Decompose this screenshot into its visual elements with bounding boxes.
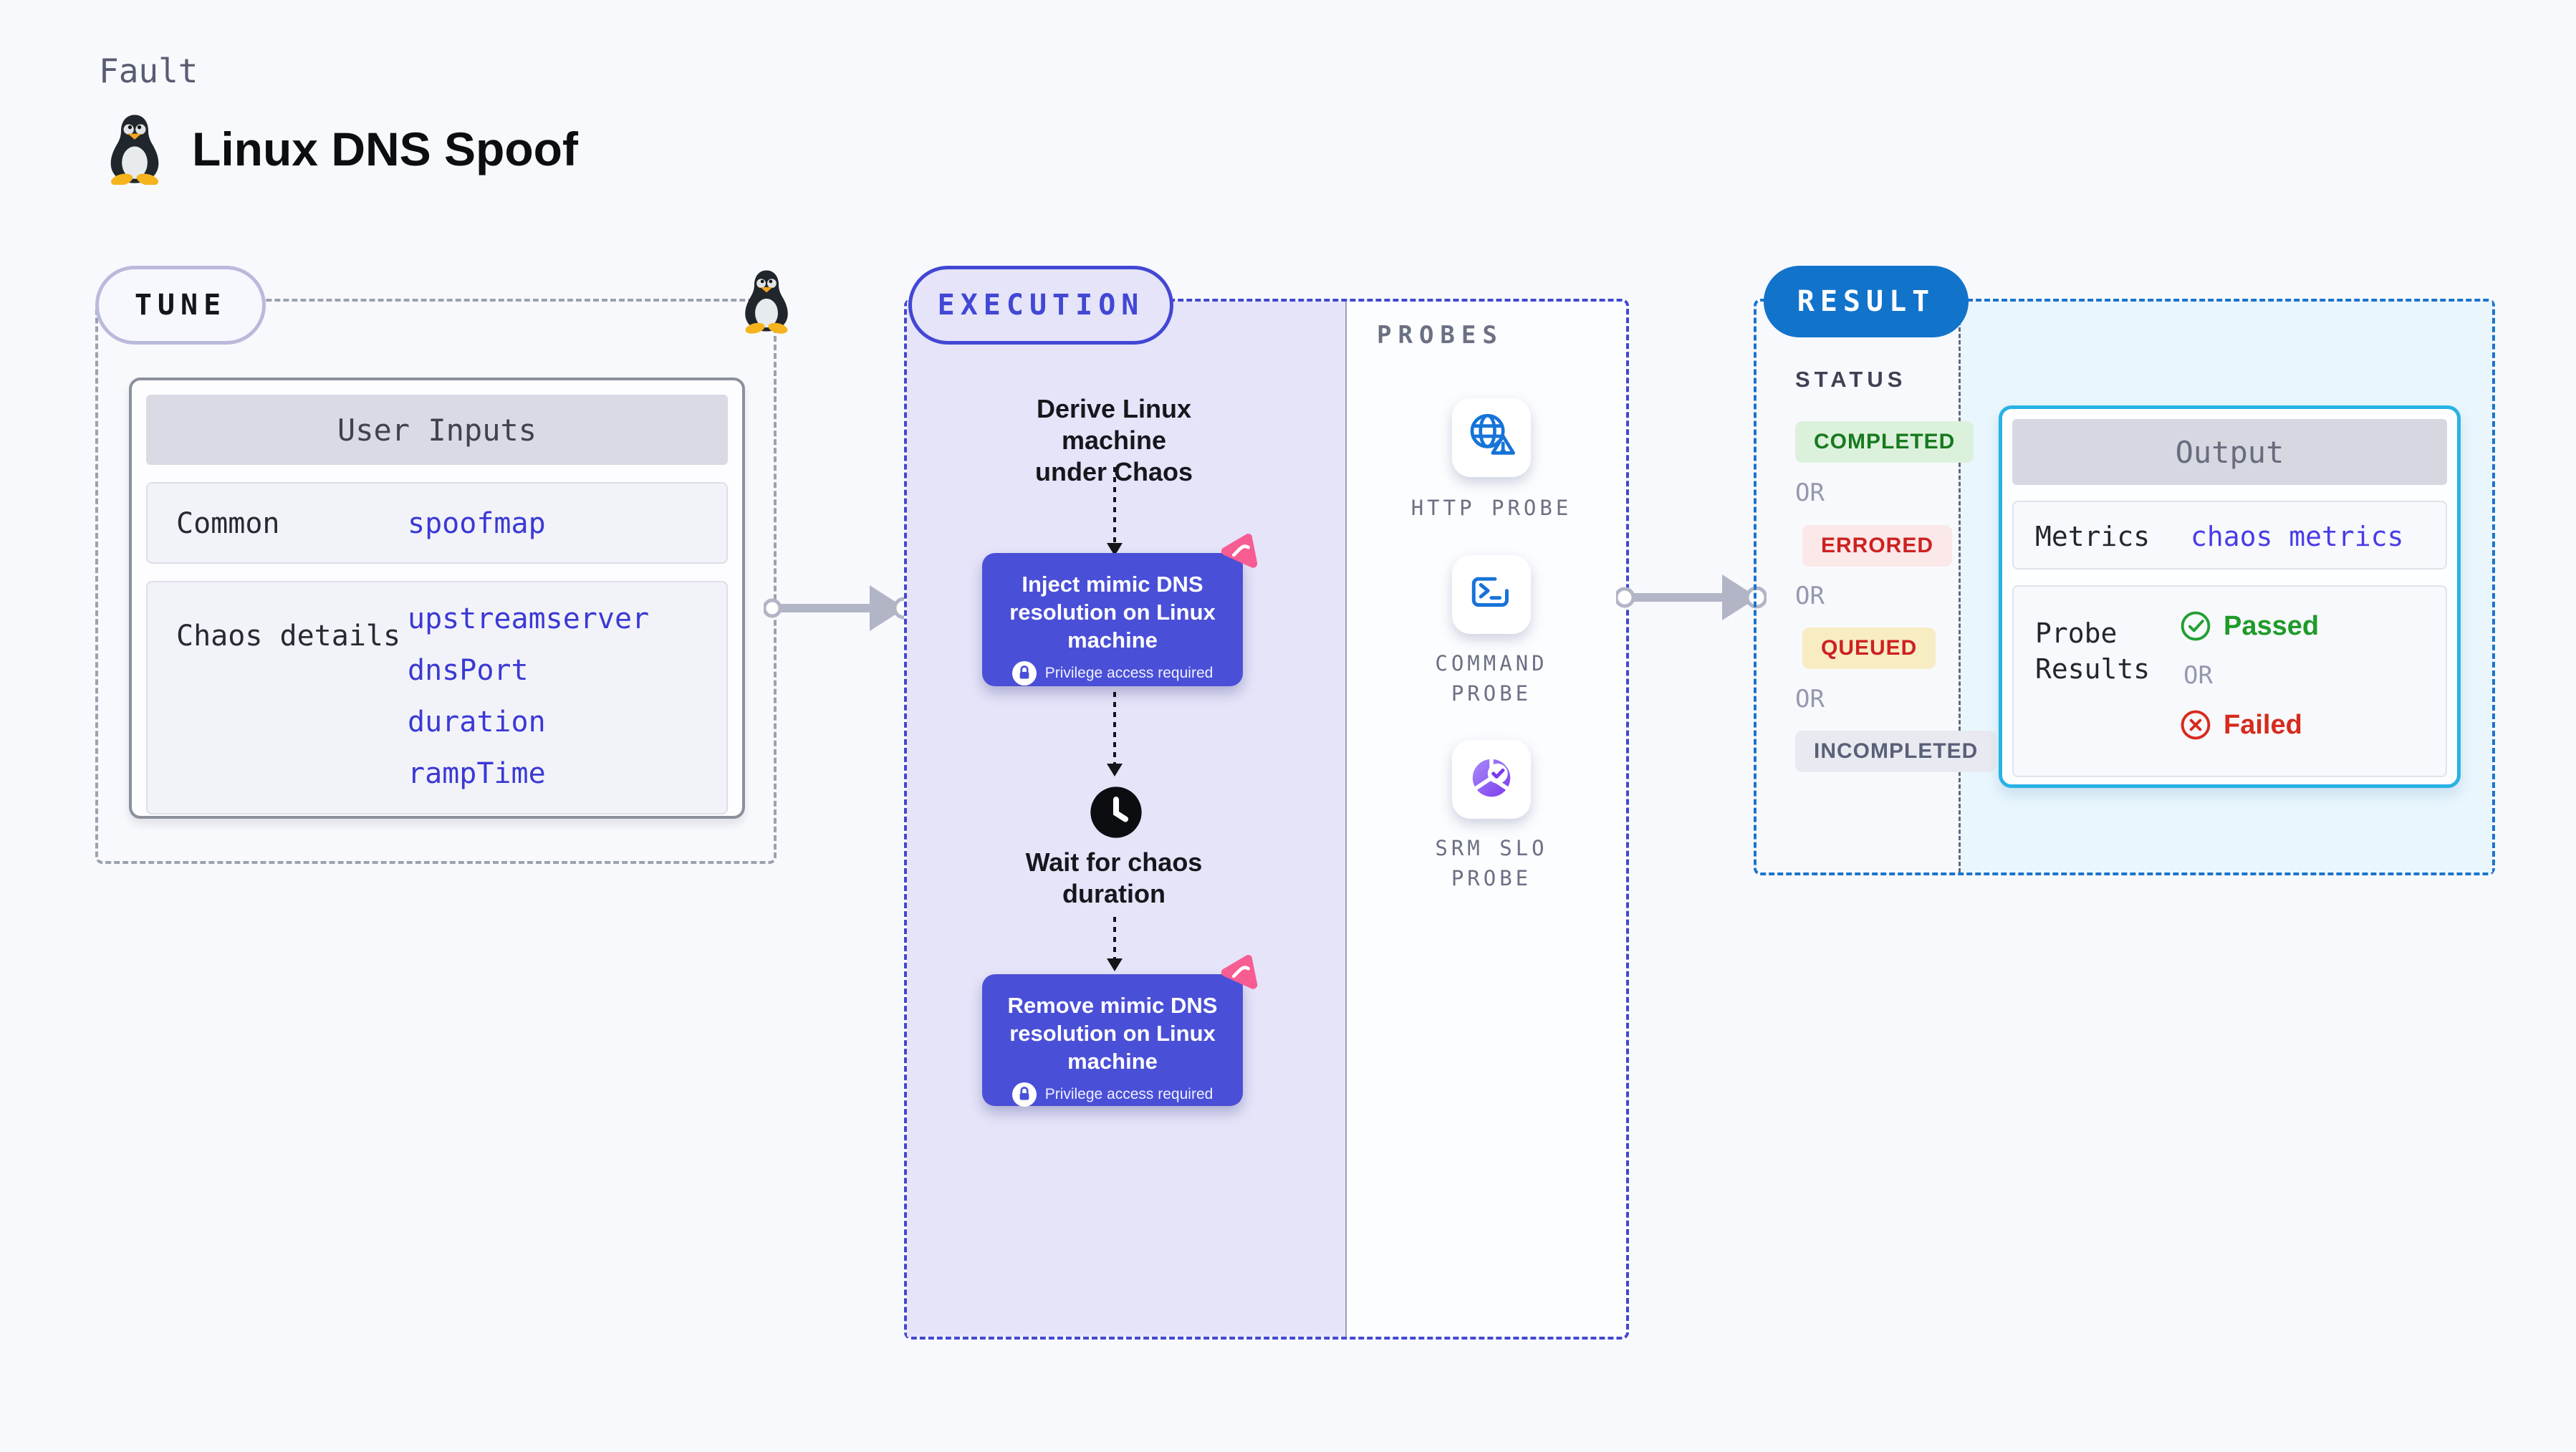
status-badge-completed: COMPLETED <box>1795 421 1974 463</box>
privilege-note: Privilege access required <box>1044 665 1213 681</box>
step-derive-label: Derive Linux machine under Chaos <box>1034 394 1193 486</box>
row-value: dnsPort <box>408 654 529 687</box>
privilege-note: Privilege access required <box>1044 1086 1213 1102</box>
terminal-icon <box>1468 569 1515 620</box>
metrics-label: Metrics <box>2035 521 2150 552</box>
user-inputs-row-chaos-details: Chaos details upstreamserver dnsPort dur… <box>146 581 728 814</box>
check-circle-icon <box>2179 610 2212 643</box>
or-separator: OR <box>1795 685 1825 713</box>
tune-section <box>95 299 777 864</box>
tux-penguin-icon-small <box>742 264 791 338</box>
output-card: Output Metrics chaos metrics Probe Resul… <box>1999 405 2461 788</box>
tux-penguin-icon <box>106 113 163 186</box>
arrow-tune-to-execution <box>762 574 915 646</box>
output-title: Output <box>2175 434 2284 470</box>
step-inject-box: Inject mimic DNS resolution on Linux mac… <box>982 534 1258 686</box>
http-probe-label: HTTP PROBE <box>1410 496 1572 520</box>
row-label: Common <box>176 507 280 540</box>
srm-slo-probe-card <box>1452 740 1531 819</box>
or-separator: OR <box>1795 582 1825 610</box>
or-separator: OR <box>1795 479 1825 507</box>
lock-icon <box>1011 1082 1037 1107</box>
flow-connector <box>1113 692 1116 764</box>
metrics-value: chaos metrics <box>2191 521 2404 552</box>
status-badge-errored: ERRORED <box>1802 525 1953 567</box>
output-header: Output <box>2012 419 2447 485</box>
arrow-down-icon <box>1107 958 1123 971</box>
status-badge-queued: QUEUED <box>1802 628 1936 669</box>
slo-donut-icon <box>1466 753 1517 807</box>
row-value: duration <box>408 706 546 739</box>
arrow-down-icon <box>1107 543 1123 556</box>
x-circle-icon <box>2179 708 2212 741</box>
srm-slo-probe-label: SRM SLO PROBE <box>1435 836 1548 890</box>
execution-pill: EXECUTION <box>908 266 1173 345</box>
row-label: Chaos details <box>176 620 401 653</box>
globe-alert-icon <box>1466 410 1517 466</box>
output-row-metrics: Metrics chaos metrics <box>2012 501 2447 569</box>
clock-icon <box>1089 785 1143 843</box>
user-inputs-card: User Inputs Common spoofmap Chaos detail… <box>129 378 745 819</box>
http-probe-card <box>1452 398 1531 477</box>
row-value: upstreamserver <box>408 602 650 635</box>
flow-connector <box>1113 917 1116 958</box>
page-title: Linux DNS Spoof <box>192 122 578 176</box>
output-row-probe-results: Probe Results Passed OR <box>2012 585 2447 777</box>
user-inputs-row-common: Common spoofmap <box>146 482 728 564</box>
arrow-down-icon <box>1107 764 1123 777</box>
tune-pill: TUNE <box>95 266 266 345</box>
failed-row: Failed <box>2179 708 2319 741</box>
or-separator: OR <box>2183 661 2213 690</box>
status-badge-incompleted: INCOMPLETED <box>1795 731 1997 772</box>
user-inputs-header: User Inputs <box>146 395 728 465</box>
failed-label: Failed <box>2224 709 2302 740</box>
litmus-chaos-icon <box>1217 530 1261 578</box>
row-value: rampTime <box>408 757 546 790</box>
command-probe-card <box>1452 555 1531 634</box>
arrow-probes-to-result <box>1614 563 1768 635</box>
litmus-chaos-icon <box>1217 951 1261 999</box>
probe-results-label: Probe Results <box>2035 617 2150 685</box>
step-remove-box: Remove mimic DNS resolution on Linux mac… <box>982 955 1258 1107</box>
fault-eyebrow: Fault <box>99 52 198 90</box>
row-values: upstreamserver dnsPort duration rampTime <box>408 602 649 790</box>
passed-row: Passed <box>2179 610 2319 643</box>
step-remove-title: Remove mimic DNS resolution on Linux mac… <box>1007 993 1218 1074</box>
passed-label: Passed <box>2224 610 2320 641</box>
flow-connector <box>1113 467 1116 543</box>
lock-icon <box>1011 661 1037 686</box>
page-title-row: Linux DNS Spoof <box>106 113 578 186</box>
probes-title: PROBES <box>1377 321 1504 350</box>
step-wait-label: Wait for chaos duration <box>1025 847 1203 908</box>
row-value: spoofmap <box>408 507 546 540</box>
probe-results-values: Passed OR Failed <box>2179 610 2319 741</box>
result-pill: RESULT <box>1764 266 1969 337</box>
step-inject-title: Inject mimic DNS resolution on Linux mac… <box>1009 572 1216 653</box>
status-title: STATUS <box>1795 367 1907 392</box>
command-probe-label: COMMAND PROBE <box>1435 651 1548 706</box>
user-inputs-title: User Inputs <box>337 412 537 448</box>
